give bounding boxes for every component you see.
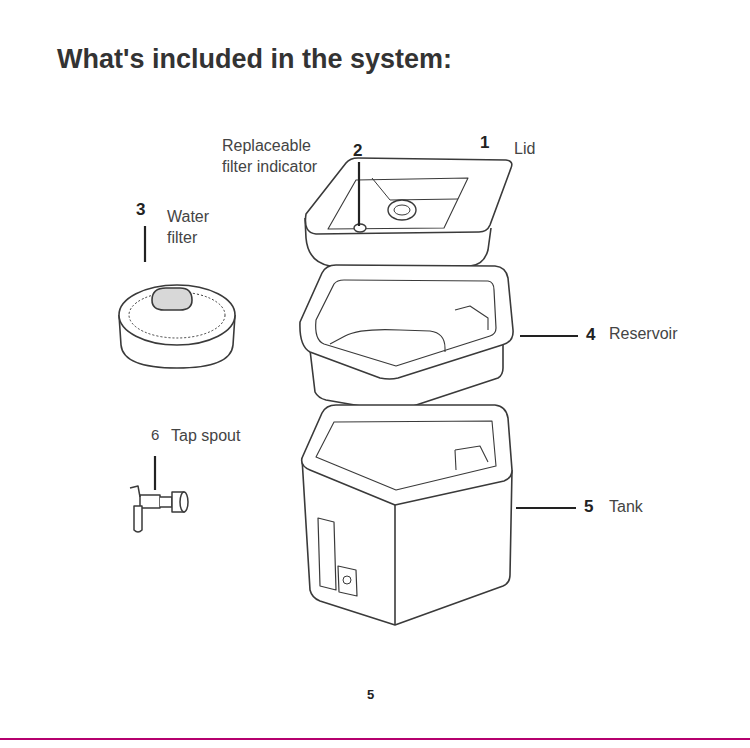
leader-line [144, 226, 146, 262]
tank-rim [302, 405, 512, 505]
tank-inner [316, 421, 496, 490]
lid-top [305, 158, 511, 234]
reservoir-slot [455, 306, 488, 330]
tank-window [318, 518, 336, 590]
leader-line [516, 507, 576, 509]
lid-button-inner [394, 205, 410, 215]
leader-lines [145, 162, 578, 508]
part-label: Tap spout [171, 426, 271, 447]
lid-panel-line [372, 178, 458, 200]
reservoir-well [330, 330, 445, 352]
reservoir-drawing [300, 265, 513, 412]
tap-thread [160, 497, 172, 507]
part-label: Reservoir [609, 324, 709, 345]
tap-body [140, 495, 160, 508]
tank-tap-ring [343, 576, 351, 584]
leader-line [154, 456, 156, 490]
tap-drawing [130, 486, 188, 532]
filter-knob [152, 288, 192, 310]
tank-slot [455, 446, 488, 470]
filter-top [119, 285, 235, 345]
filter-drawing [119, 285, 235, 368]
page-title: What's included in the system: [57, 42, 452, 77]
footer-rule [0, 738, 750, 740]
lid-panel [328, 178, 468, 229]
part-label: Replaceable filter indicator [222, 136, 336, 178]
callout-number: 1 [480, 132, 500, 154]
tank-tap-hole [338, 566, 357, 596]
tap-nozzle [134, 506, 142, 532]
lid-button [388, 200, 416, 220]
part-label: Water filter [167, 207, 227, 249]
leader-line [520, 335, 578, 337]
reservoir-inner [316, 280, 496, 366]
leader-line [358, 162, 360, 226]
part-label: Lid [514, 139, 574, 160]
tank-edge [394, 505, 396, 625]
page-number: 5 [367, 687, 387, 704]
part-label: Tank [609, 497, 689, 518]
callout-number: 5 [584, 496, 604, 518]
callout-number: 2 [353, 140, 373, 162]
callout-number: 4 [586, 324, 606, 346]
lid-drawing [305, 158, 512, 266]
tank-drawing [302, 405, 512, 625]
callout-number: 3 [136, 199, 156, 221]
reservoir-rim [300, 265, 513, 379]
callout-number: 6 [151, 425, 171, 445]
tap-lever [130, 486, 140, 497]
tap-nut-face [180, 492, 188, 512]
